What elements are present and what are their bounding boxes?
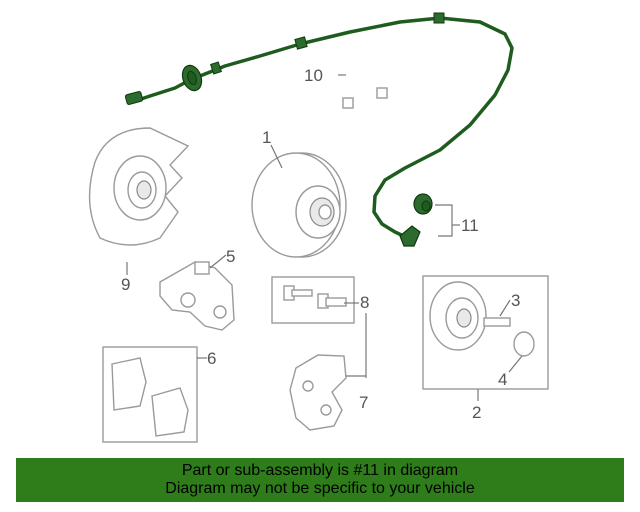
- banner-line-1: Part or sub-assembly is #11 in diagram: [181, 462, 459, 479]
- caliper-carrier[interactable]: [159, 261, 235, 331]
- callout-1: 1: [262, 128, 271, 147]
- leader-lines: [126, 74, 523, 401]
- caliper-bracket[interactable]: [289, 354, 347, 431]
- dust-shield[interactable]: [88, 127, 190, 246]
- callout-8: 8: [360, 293, 369, 312]
- part-notice-banner: Part or sub-assembly is #11 in diagram D…: [16, 458, 624, 502]
- brake-hose[interactable]: [342, 60, 388, 109]
- callout-10: 10: [304, 66, 323, 85]
- hub-bearing-kit[interactable]: [422, 275, 549, 390]
- callout-6: 6: [207, 349, 216, 368]
- callout-4: 4: [498, 370, 507, 389]
- brake-pads[interactable]: [102, 346, 198, 443]
- banner-line-2: Diagram may not be specific to your vehi…: [165, 480, 475, 497]
- callout-2: 2: [472, 403, 481, 422]
- callout-7: 7: [359, 393, 368, 412]
- parts-diagram: 10 1 11 5 9 8 3 6 4 7 2: [88, 12, 549, 443]
- callout-5: 5: [226, 247, 235, 266]
- callout-9: 9: [121, 275, 130, 294]
- brake-rotor[interactable]: [251, 152, 347, 258]
- abs-sensor-cable[interactable]: [124, 12, 514, 247]
- guide-pin-kit[interactable]: [271, 276, 355, 324]
- callout-3: 3: [511, 291, 520, 310]
- callout-11: 11: [461, 216, 479, 235]
